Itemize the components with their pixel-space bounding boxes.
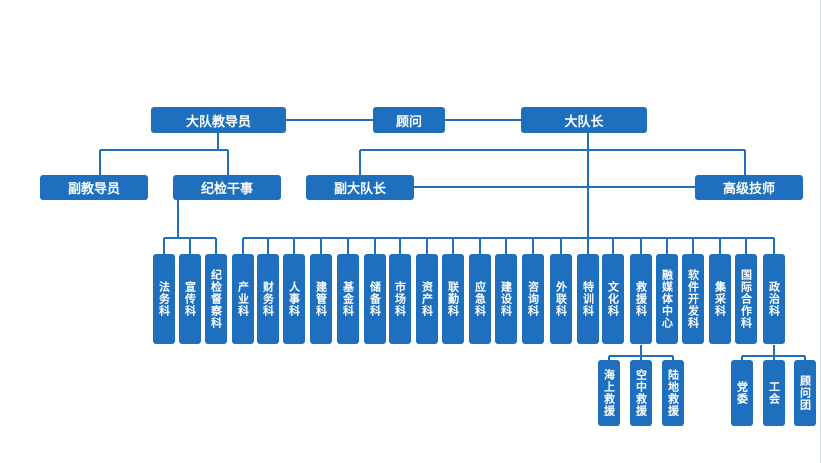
sub-advisory-group: 顾问团 (794, 360, 816, 426)
dept-publicity: 宣传科 (179, 254, 201, 344)
dept-finance: 财务科 (257, 254, 279, 344)
node-deputy-captain: 副大队长 (306, 175, 414, 200)
dept-industry: 产业科 (232, 254, 254, 344)
dept-reserve: 储备科 (364, 254, 386, 344)
dept-politics: 政治科 (763, 254, 785, 344)
dept-fund: 基金科 (337, 254, 359, 344)
sub-sea-rescue: 海上救援 (598, 360, 620, 426)
dept-software-dev: 软件开发科 (682, 254, 704, 344)
node-captain: 大队长 (521, 107, 647, 133)
dept-intl-cooperation: 国际合作科 (735, 254, 757, 344)
node-instructor: 大队教导员 (151, 107, 286, 133)
dept-personnel: 人事科 (283, 254, 305, 344)
dept-discipline-inspection: 纪检督察科 (205, 254, 227, 344)
sub-party-committee: 党委 (731, 360, 753, 426)
dept-external-liaison: 外联科 (550, 254, 572, 344)
sub-land-rescue: 陆地救援 (662, 360, 684, 426)
dept-media-center: 融媒体中心 (656, 254, 678, 344)
dept-legal: 法务科 (153, 254, 175, 344)
node-deputy-instructor: 副教导员 (40, 175, 148, 200)
dept-culture: 文化科 (602, 254, 624, 344)
dept-consulting: 咨询科 (522, 254, 544, 344)
node-advisor: 顾问 (373, 107, 445, 133)
dept-special-training: 特训科 (577, 254, 599, 344)
dept-construction: 建设科 (495, 254, 517, 344)
dept-procurement: 集采科 (709, 254, 731, 344)
dept-construction-mgmt: 建管科 (310, 254, 332, 344)
sub-air-rescue: 空中救援 (630, 360, 652, 426)
dept-market: 市场科 (389, 254, 411, 344)
dept-assets: 资产科 (416, 254, 438, 344)
dept-rescue: 救援科 (630, 254, 652, 344)
sub-trade-union: 工会 (763, 360, 785, 426)
node-senior-technician: 高级技师 (695, 175, 803, 200)
node-discipline-officer: 纪检干事 (173, 175, 281, 200)
dept-joint-logistics: 联勤科 (442, 254, 464, 344)
dept-emergency: 应急科 (469, 254, 491, 344)
